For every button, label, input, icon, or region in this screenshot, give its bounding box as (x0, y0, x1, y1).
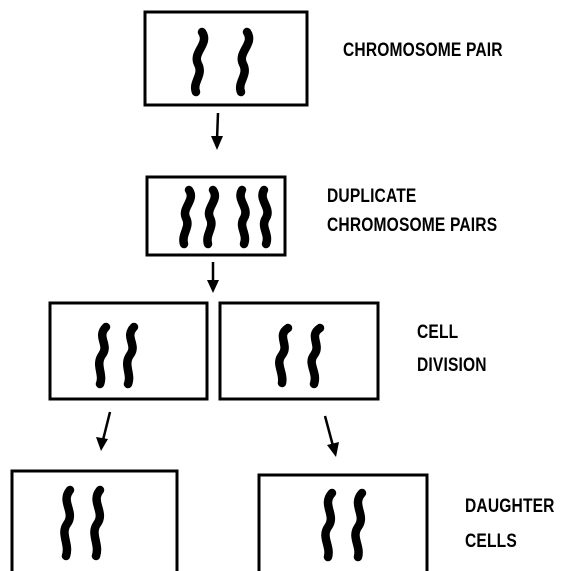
cell-box-division-left (48, 301, 209, 401)
arrowhead-3-right (327, 442, 339, 457)
chromosome (179, 185, 196, 249)
chromosome (60, 485, 75, 561)
arrow-down-3-right (323, 415, 335, 447)
chromosome (95, 322, 111, 389)
chromosome (258, 185, 272, 249)
chromosome-group-daughter-left (60, 485, 105, 561)
label-duplicate-line1: DUPLICATE (327, 186, 417, 207)
chromosome (235, 27, 254, 97)
label-chromosome-pair: CHROMOSOME PAIR (343, 40, 503, 61)
chromosome (307, 323, 325, 389)
arrowhead-1 (211, 136, 223, 150)
chromosome-group-division-left (95, 322, 139, 389)
chromosome (190, 27, 209, 97)
label-cell-division-line1: CELL (417, 322, 459, 343)
chromosome (321, 488, 337, 562)
arrow-down-3-left (101, 411, 112, 441)
chromosome-group-original (190, 27, 254, 97)
chromosome-group-division-right (275, 323, 325, 389)
cell-box-daughter-right (257, 473, 429, 571)
chromosome (275, 323, 293, 388)
arrowhead-2 (207, 280, 219, 293)
label-daughter-cells-line2: CELLS (465, 531, 517, 552)
cell-box-daughter-left (10, 469, 179, 571)
arrowhead-3-left (96, 437, 108, 451)
label-daughter-cells-line1: DAUGHTER (465, 496, 555, 517)
chromosome (203, 185, 220, 249)
chromosome (351, 488, 367, 562)
chromosome (90, 485, 105, 561)
label-duplicate-line2: CHROMOSOME PAIRS (327, 215, 498, 236)
chromosome (236, 185, 250, 249)
cell-box-duplicate (145, 175, 287, 257)
chromosome-group-duplicate (179, 185, 272, 249)
arrow-down-1 (215, 112, 220, 141)
label-cell-division-line2: DIVISION (417, 355, 487, 376)
cell-box-division-right (218, 301, 380, 401)
chromosome (123, 322, 139, 389)
chromosome-group-daughter-right (321, 488, 367, 562)
cell-box-original (143, 10, 309, 107)
